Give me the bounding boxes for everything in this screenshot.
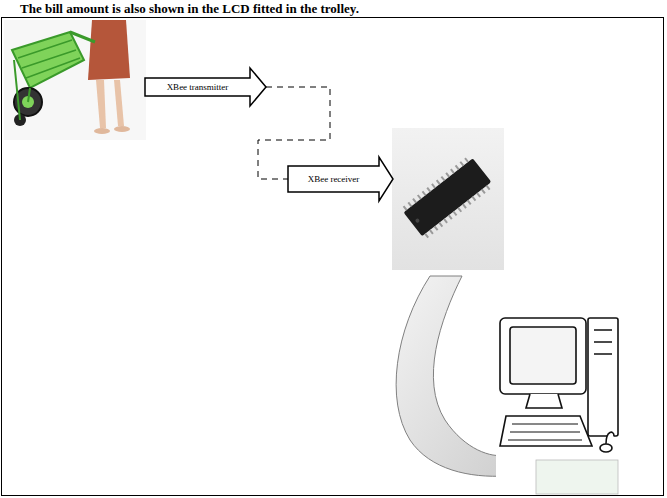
arrow-box: XBee transmitter	[145, 68, 266, 106]
node-label: XBee transmitter	[167, 82, 229, 92]
wireless-link	[258, 87, 330, 179]
node-label: XBee receiver	[308, 174, 360, 184]
trolley-illustration	[4, 20, 146, 140]
computer-illustration	[496, 300, 620, 495]
arrow-box: XBee receiver	[288, 157, 393, 201]
microcontroller-chip	[392, 128, 504, 270]
note-text: The bill amount is also shown in the LCD…	[20, 1, 660, 17]
